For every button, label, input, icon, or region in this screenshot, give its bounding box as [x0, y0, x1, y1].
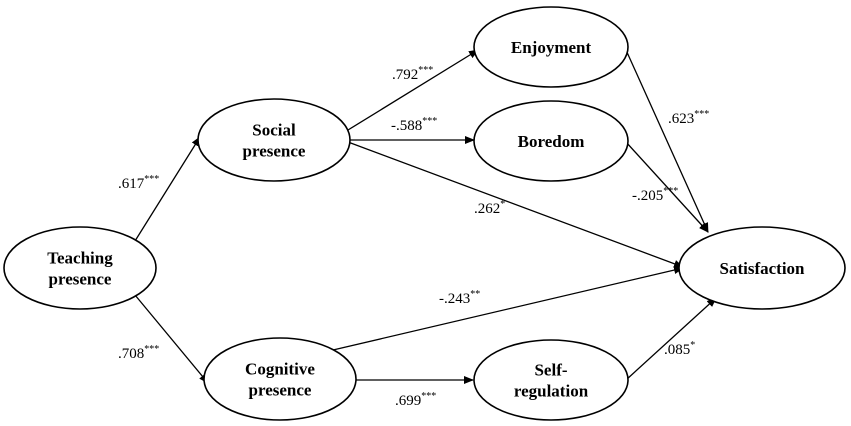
edge-teaching-social: [134, 136, 201, 242]
node-cognitive: Cognitive presence: [203, 337, 357, 421]
node-ellipse: [473, 100, 629, 182]
node-ellipse: [473, 6, 629, 88]
edge-social-enjoyment: [347, 49, 479, 131]
node-label-line: presence: [249, 381, 312, 400]
node-label-line: Teaching: [47, 249, 113, 268]
coef-value: .708: [118, 346, 144, 362]
node-label-line: Self-: [534, 361, 567, 380]
significance-stars: *: [500, 199, 505, 210]
significance-stars: *: [690, 340, 695, 351]
significance-stars: ***: [421, 391, 436, 402]
edge-selfreg-satisfaction: [625, 297, 717, 381]
node-ellipse: [678, 226, 846, 310]
coef-value: -.243: [439, 291, 470, 307]
coef-label-enjoyment-satisfaction: .623***: [668, 109, 709, 127]
node-enjoyment: Enjoyment: [473, 6, 629, 88]
coef-value: -.588: [391, 118, 422, 134]
edge-social-satisfaction: [347, 141, 684, 268]
coef-label-boredom-satisfaction: -.205***: [632, 186, 678, 204]
node-satisfaction: Satisfaction: [678, 226, 846, 310]
node-ellipse: [203, 337, 357, 421]
edge-teaching-cognitive: [134, 294, 209, 384]
node-label-line: Satisfaction: [720, 259, 806, 278]
coef-value: .085: [664, 342, 690, 358]
significance-stars: ***: [663, 186, 678, 197]
node-label-line: regulation: [514, 382, 589, 401]
significance-stars: ***: [144, 174, 159, 185]
significance-stars: ***: [144, 344, 159, 355]
coef-label-social-boredom: -.588***: [391, 116, 437, 134]
node-ellipse: [3, 226, 157, 310]
coef-value: .262: [474, 201, 500, 217]
node-label-line: Enjoyment: [511, 38, 592, 57]
significance-stars: ***: [694, 109, 709, 120]
significance-stars: **: [470, 289, 480, 300]
coef-label-teaching-social: .617***: [118, 174, 159, 192]
significance-stars: ***: [418, 65, 433, 76]
coef-value: .699: [395, 393, 421, 409]
node-label-line: Cognitive: [245, 360, 315, 379]
node-teaching: Teaching presence: [3, 226, 157, 310]
coef-label-cognitive-selfreg: .699***: [395, 391, 436, 409]
coef-value: -.205: [632, 188, 663, 204]
coef-label-teaching-cognitive: .708***: [118, 344, 159, 362]
coef-label-social-satisfaction: .262*: [474, 199, 505, 217]
node-boredom: Boredom: [473, 100, 629, 182]
coef-label-cognitive-satisfaction: -.243**: [439, 289, 480, 307]
node-selfreg: Self-regulation: [473, 339, 629, 421]
edge-boredom-satisfaction: [625, 141, 709, 233]
node-ellipse: [473, 339, 629, 421]
node-label-line: Boredom: [518, 132, 585, 151]
coef-value: .792: [392, 67, 418, 83]
node-social: Social presence: [197, 98, 351, 182]
coef-label-social-enjoyment: .792***: [392, 65, 433, 83]
coef-label-selfreg-satisfaction: .085*: [664, 340, 695, 358]
node-ellipse: [197, 98, 351, 182]
significance-stars: ***: [422, 116, 437, 127]
coef-value: .617: [118, 176, 145, 192]
node-label-line: presence: [243, 142, 306, 161]
node-label-line: Social: [252, 121, 296, 140]
coef-value: .623: [668, 111, 694, 127]
edge-cognitive-satisfaction: [332, 266, 684, 351]
edge-enjoyment-satisfaction: [625, 49, 709, 233]
node-label-line: presence: [49, 270, 112, 289]
